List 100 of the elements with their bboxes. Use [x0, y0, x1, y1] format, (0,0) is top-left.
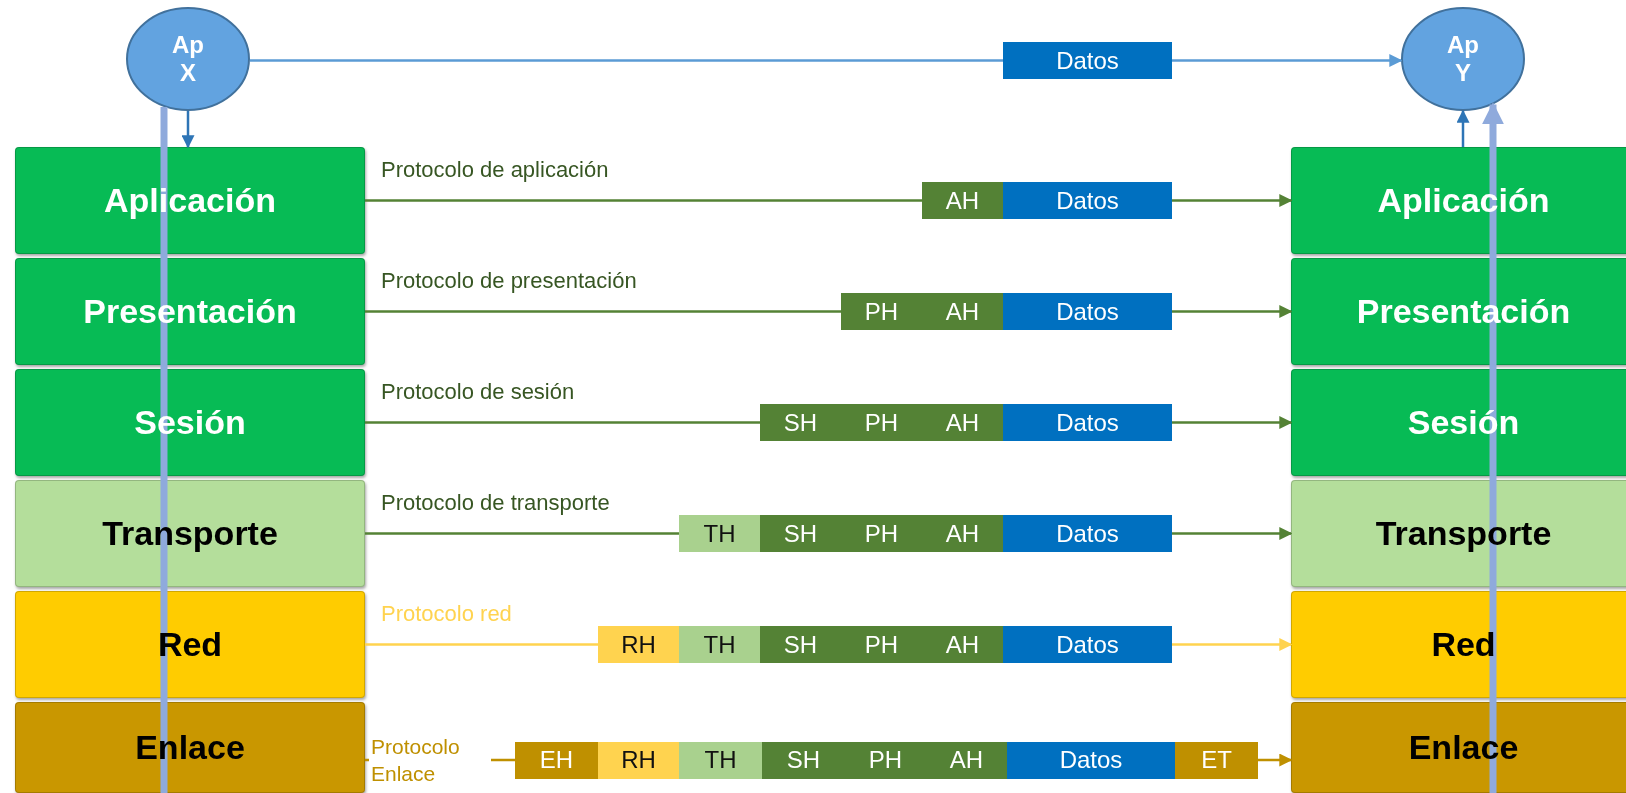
- node-label: TH: [704, 746, 737, 774]
- packet-field: [1003, 404, 1172, 441]
- node-label: TH: [703, 519, 736, 548]
- packet-field: [515, 741, 598, 779]
- connector-line: [1489, 365, 1497, 476]
- layer-box: [1291, 147, 1626, 254]
- layer-box: [15, 480, 365, 587]
- packet-field: [760, 626, 841, 663]
- node-label: Ap X: [171, 31, 205, 87]
- connector-line: [160, 591, 168, 793]
- packet-field: [679, 515, 760, 552]
- connector-line: [365, 199, 922, 202]
- packet-field: [679, 626, 760, 663]
- arrow: [1258, 753, 1293, 767]
- node-label: AH: [945, 630, 980, 659]
- node-label: SH: [783, 519, 818, 548]
- packet-field: [841, 293, 922, 330]
- packet-field: [922, 626, 1003, 663]
- node-label: SH: [783, 408, 818, 437]
- node-label: SH: [783, 630, 818, 659]
- connector-line: [1489, 254, 1497, 365]
- packet-field: [1003, 626, 1172, 663]
- connector-line: [160, 258, 168, 369]
- packet-field: [1003, 42, 1172, 79]
- node-label: Transporte: [1375, 514, 1552, 553]
- node-label: Ap Y: [1446, 31, 1480, 87]
- packet-field: [762, 741, 845, 779]
- node-label: Presentación: [1356, 292, 1571, 331]
- layer-box: [15, 591, 365, 698]
- node-label: SH: [786, 746, 821, 774]
- connector-line: [365, 421, 760, 424]
- node-label: Aplicación: [1377, 181, 1550, 220]
- arrow: [181, 111, 195, 149]
- layer-box: [1291, 480, 1626, 587]
- node-label: AH: [945, 408, 980, 437]
- node-label: Transporte: [102, 514, 278, 553]
- connector-line: [365, 532, 679, 535]
- arrow: [1172, 54, 1403, 67]
- node-label: RH: [621, 630, 656, 659]
- packet-field: [1175, 741, 1258, 779]
- node-label: PH: [864, 408, 899, 437]
- packet-field: [760, 404, 841, 441]
- layer-box: [1291, 369, 1626, 476]
- packet-field: [760, 515, 841, 552]
- packet-field: [922, 404, 1003, 441]
- layer-box: [15, 702, 365, 793]
- layer-box: [15, 147, 365, 254]
- node-label: Sesión: [134, 403, 246, 442]
- node-label: Presentación: [83, 292, 297, 331]
- node-label: Sesión: [1407, 403, 1520, 442]
- packet-field: [1003, 293, 1172, 330]
- node-label: Datos: [1056, 408, 1119, 437]
- arrow: [1172, 638, 1293, 651]
- connector-line: [1489, 587, 1497, 698]
- node-label: Datos: [1059, 746, 1123, 774]
- node-label: Aplicación: [104, 181, 276, 220]
- node-label: ET: [1201, 746, 1232, 774]
- packet-field: [679, 741, 762, 779]
- node-label: AH: [945, 519, 980, 548]
- node-label: PH: [864, 630, 899, 659]
- node-label: EH: [539, 746, 574, 774]
- connector-line: [160, 480, 168, 591]
- packet-field: [1003, 182, 1172, 219]
- application-ellipse: [1401, 7, 1525, 111]
- packet-field: [922, 515, 1003, 552]
- node-label: PH: [864, 519, 899, 548]
- node-label: Datos: [1056, 186, 1119, 215]
- node-label: Datos: [1056, 297, 1119, 326]
- arrow: [1172, 305, 1293, 318]
- node-label: Datos: [1056, 46, 1119, 75]
- arrow: [1172, 527, 1293, 540]
- packet-field: [1003, 515, 1172, 552]
- node-label: PH: [868, 746, 903, 774]
- node-label: PH: [864, 297, 899, 326]
- connector-line: [160, 369, 168, 480]
- packet-field: [598, 741, 679, 779]
- packet-field: [1007, 741, 1175, 779]
- layer-box: [1291, 591, 1626, 698]
- packet-field: [926, 741, 1007, 779]
- node-label: Datos: [1056, 630, 1119, 659]
- connector-line: [365, 643, 598, 646]
- node-label: AH: [945, 186, 980, 215]
- node-label: Datos: [1056, 519, 1119, 548]
- layer-box: [1291, 702, 1626, 793]
- packet-field: [598, 626, 679, 663]
- layer-box: [15, 369, 365, 476]
- arrow: [1482, 102, 1504, 254]
- connector-line: [249, 59, 1003, 62]
- arrow: [1456, 109, 1470, 147]
- packet-field: [922, 293, 1003, 330]
- layer-box: [15, 258, 365, 365]
- node-label: TH: [703, 630, 736, 659]
- connector-line: [365, 310, 841, 313]
- node-label: AH: [949, 746, 984, 774]
- arrow: [1172, 416, 1293, 429]
- application-ellipse: [126, 7, 250, 111]
- connector-line: [1489, 476, 1497, 587]
- packet-field: [922, 182, 1003, 219]
- arrow: [1172, 194, 1293, 207]
- connector-line: [160, 106, 168, 147]
